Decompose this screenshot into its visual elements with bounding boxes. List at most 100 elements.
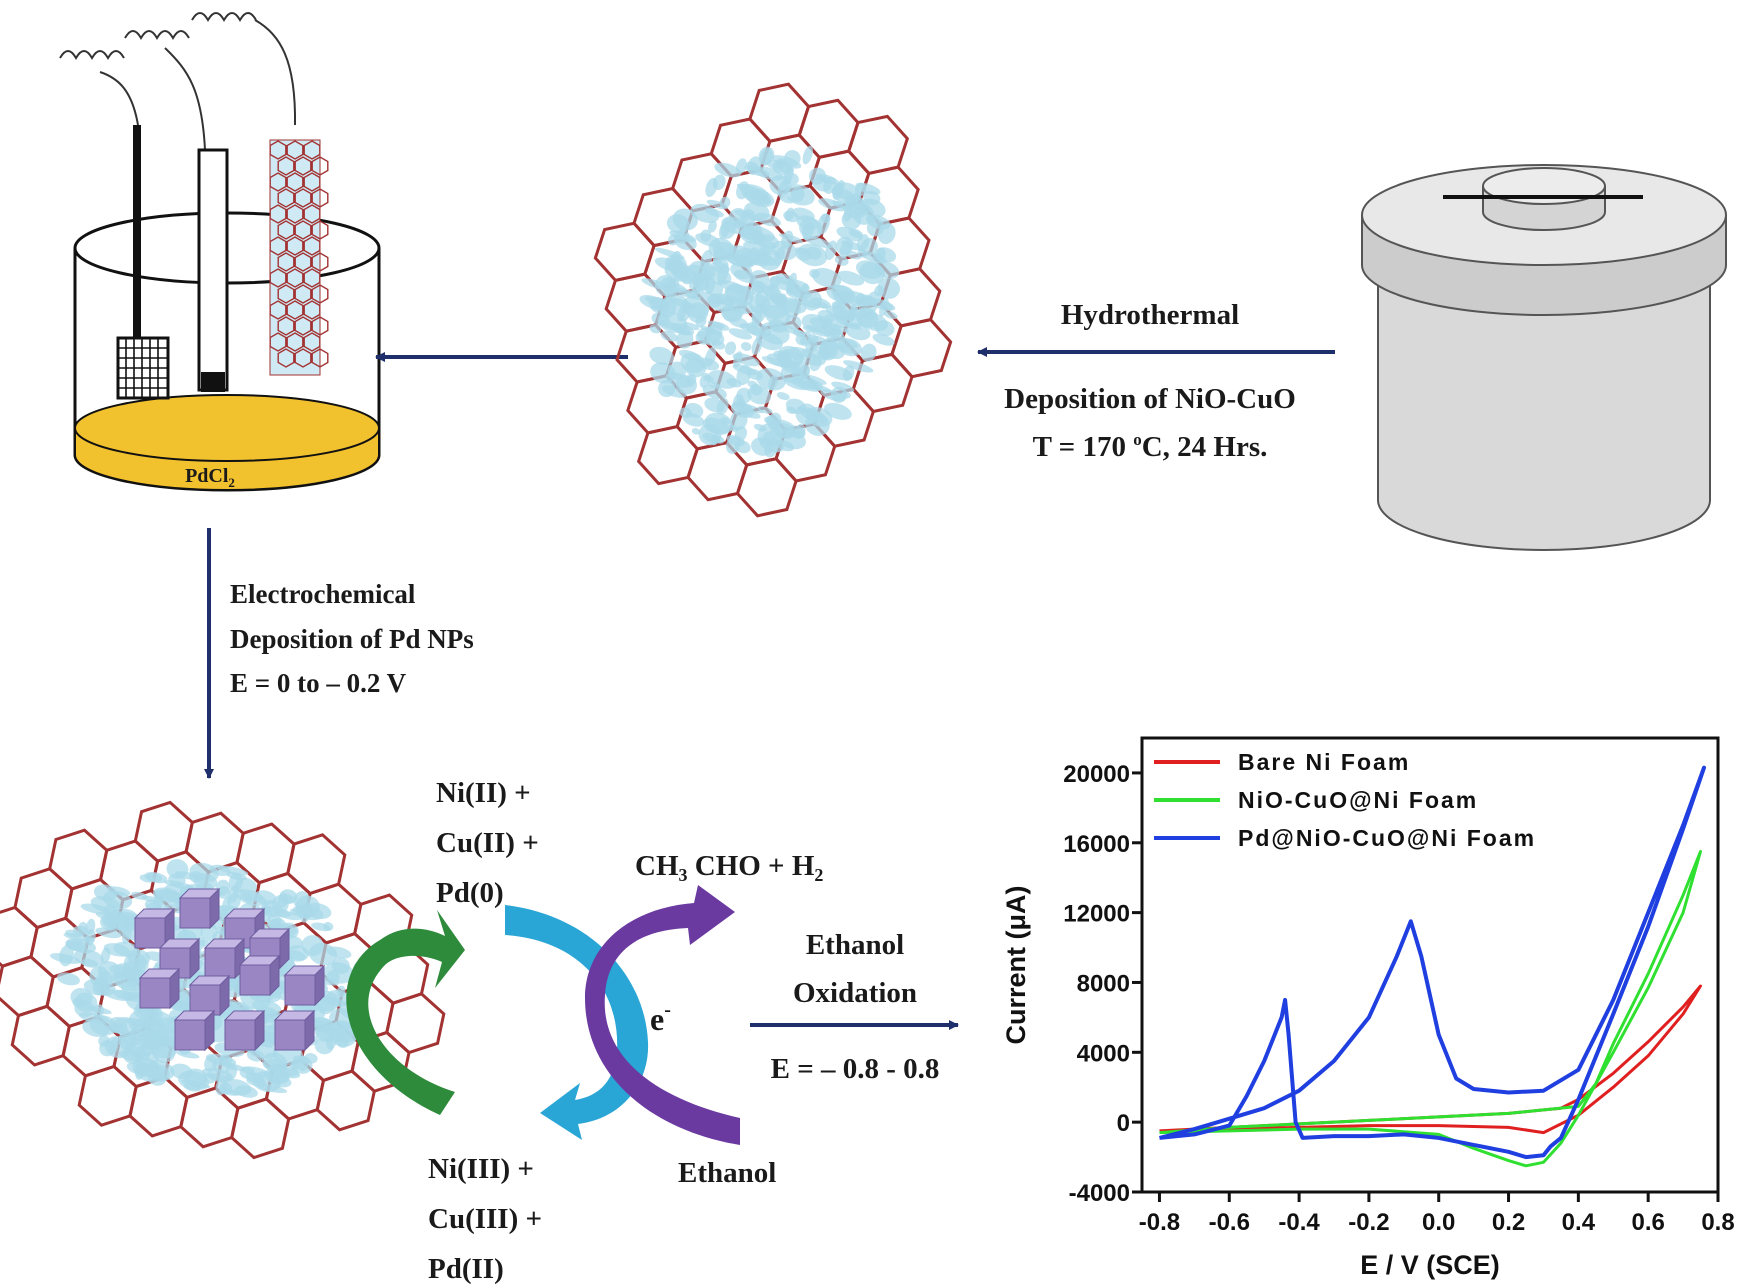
strip-cell	[286, 300, 304, 320]
strip-cell	[294, 252, 312, 272]
oxide-deposit	[151, 1064, 170, 1082]
oxide-deposit	[712, 435, 725, 444]
oxide-deposit	[268, 1074, 292, 1088]
oxide-deposit	[707, 293, 735, 313]
oxide-deposit	[809, 317, 830, 329]
ox-state-ni-ii: Ni(II) +	[436, 777, 531, 809]
oxide-deposit	[311, 922, 331, 932]
oxide-deposit	[113, 989, 137, 1001]
strip-cell	[286, 204, 304, 224]
reference-electrode	[197, 148, 229, 392]
strip-cell	[311, 284, 329, 304]
oxide-deposit	[802, 325, 830, 337]
x-tick-label: -0.8	[1139, 1209, 1180, 1236]
oxide-deposit	[702, 384, 727, 400]
step2-line2: Deposition of Pd NPs	[230, 624, 474, 654]
oxide-deposit	[730, 262, 753, 280]
strip-cell	[269, 172, 287, 192]
strip-cell	[311, 220, 329, 240]
ox-state-cu-iii: Cu(III) +	[428, 1203, 542, 1235]
oxide-deposit	[789, 286, 812, 299]
coil-counter	[59, 50, 125, 61]
oxide-deposit	[805, 413, 830, 436]
strip-cell	[269, 332, 287, 352]
oxide-deposit	[56, 972, 80, 986]
oxide-deposit	[831, 381, 855, 393]
oxide-deposit	[879, 298, 889, 317]
strip-cell	[303, 236, 321, 256]
y-tick-label: -4000	[1069, 1180, 1130, 1207]
oxide-deposit	[103, 916, 120, 929]
plot-series	[1159, 765, 1706, 1168]
y-tick-label: 16000	[1063, 831, 1130, 858]
pd-cube	[203, 937, 246, 980]
legend-label: Bare Ni Foam	[1238, 749, 1410, 775]
purple-curved-arrow	[585, 885, 740, 1145]
x-tick-label: -0.4	[1278, 1209, 1320, 1236]
counter-electrode-rod	[133, 125, 141, 340]
solution-surface	[74, 394, 380, 462]
foam-cell	[315, 1069, 376, 1132]
strip-cell	[311, 156, 329, 176]
oxide-deposit	[824, 313, 849, 328]
y-tick-label: 12000	[1063, 901, 1130, 928]
foam-cell	[48, 828, 109, 891]
strip-cell	[303, 204, 321, 224]
oxide-deposit	[179, 1000, 190, 1011]
oxide-deposit	[872, 333, 895, 346]
foam-cell	[286, 833, 347, 896]
y-axis-label: Current (μA)	[1001, 885, 1031, 1044]
plot-frame	[1140, 736, 1720, 1194]
strip-cell	[286, 332, 304, 352]
oxide-deposit	[691, 428, 701, 435]
oxide-deposit	[728, 328, 753, 340]
y-tick-label: 4000	[1077, 1040, 1130, 1067]
oxide-deposit	[662, 293, 689, 315]
pd-cube	[223, 1009, 266, 1052]
foam-cell	[735, 457, 798, 518]
oxide-deposit	[818, 198, 847, 212]
step1-line3: T = 170 oC, 24 Hrs.	[1033, 430, 1268, 463]
oxide-deposit	[874, 320, 895, 337]
oxide-deposit	[831, 336, 858, 349]
oxide-deposit	[765, 414, 780, 428]
step2-line3: E = 0 to – 0.2 V	[230, 668, 407, 698]
step1-line1: Hydrothermal	[1061, 299, 1239, 331]
oxide-deposit	[756, 368, 786, 391]
oxide-deposit	[99, 1040, 116, 1057]
oxide-deposit	[314, 1037, 334, 1055]
oxide-deposit	[841, 210, 862, 230]
oxide-deposit	[859, 261, 885, 285]
oxide-deposit	[754, 212, 781, 227]
ox-state-cu-ii: Cu(II) +	[436, 827, 539, 859]
foam-cell	[133, 800, 194, 863]
oxide-deposit	[755, 332, 783, 351]
oxide-deposit	[705, 177, 718, 198]
pd-nanoparticles	[133, 887, 326, 1052]
oxide-deposit	[835, 344, 858, 355]
oxide-deposit	[256, 1083, 288, 1094]
strip-cell	[311, 188, 329, 208]
strip-cell	[286, 172, 304, 192]
strip-cell	[269, 236, 287, 256]
oxide-deposit	[807, 334, 819, 344]
strip-cell	[294, 220, 312, 240]
oxide-deposit	[697, 327, 725, 347]
legend-label: NiO-CuO@Ni Foam	[1238, 787, 1478, 813]
ox-state-pd-ii: Pd(II)	[428, 1253, 504, 1285]
oxide-deposit	[861, 251, 887, 264]
oxide-deposit	[649, 324, 662, 334]
x-tick-label: -0.6	[1209, 1209, 1250, 1236]
oxide-deposit	[836, 226, 863, 242]
foam-cell	[77, 1064, 138, 1127]
x-tick-label: -0.2	[1348, 1209, 1389, 1236]
autoclave	[1361, 164, 1727, 551]
oxide-deposit	[281, 894, 294, 904]
oxide-deposit	[766, 353, 795, 368]
step3-line2: Oxidation	[793, 977, 917, 1009]
oxide-deposit	[837, 302, 847, 310]
oxide-deposit	[749, 191, 772, 204]
